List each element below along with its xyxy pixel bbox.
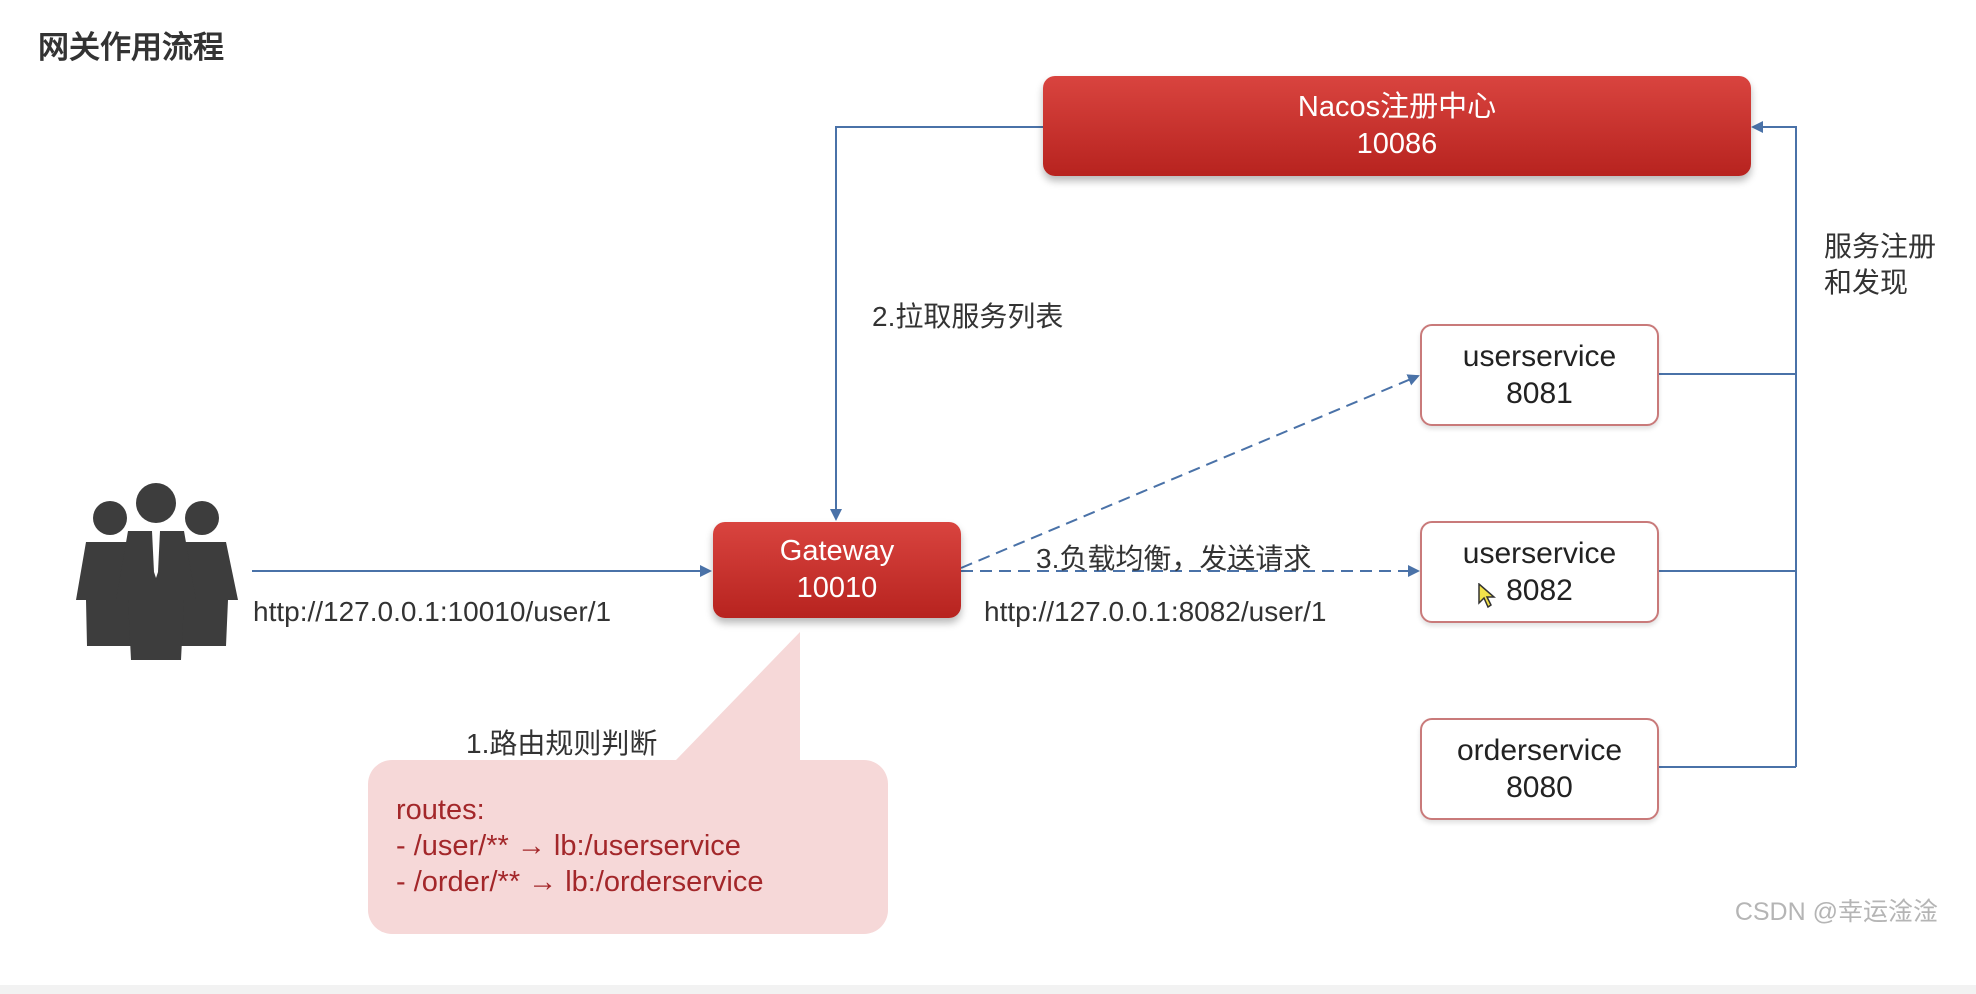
mouse-pointer-icon (1478, 583, 1496, 609)
connector-pull-service-list (830, 126, 1043, 521)
gateway-name: Gateway (779, 535, 895, 567)
target-url-label: http://127.0.0.1:8082/user/1 (984, 596, 1327, 627)
step2-label: 2.拉取服务列表 (872, 301, 1064, 332)
gateway-port: 10010 (796, 572, 878, 604)
userservice-8082-name: userservice (1462, 537, 1617, 570)
routes-header: routes: (396, 794, 485, 826)
step1-label: 1.路由规则判断 (466, 728, 658, 759)
callout-tail (676, 632, 800, 760)
step3-label: 3.负载均衡，发送请求 (1036, 543, 1312, 574)
registry-label-line2: 和发现 (1824, 267, 1909, 298)
nacos-registry-node: Nacos注册中心 10086 (1043, 76, 1751, 176)
watermark: CSDN @幸运淦淦 (1734, 898, 1938, 926)
client-url-label: http://127.0.0.1:10010/user/1 (253, 596, 612, 627)
userservice-8081-node: userservice 8081 (1420, 324, 1659, 426)
route-rules-callout: routes: - /user/** → lb:/userservice - /… (368, 760, 888, 934)
userservice-8081-name: userservice (1462, 340, 1617, 373)
route-rule-user: - /user/** → lb:/userservice (396, 830, 741, 862)
footer-bar (0, 985, 1976, 994)
orderservice-port: 8080 (1506, 771, 1573, 804)
orderservice-name: orderservice (1456, 734, 1623, 767)
userservice-8082-node: userservice 8082 (1420, 521, 1659, 623)
route-rule-order: - /order/** → lb:/orderservice (396, 866, 764, 898)
gateway-node: Gateway 10010 (713, 522, 961, 618)
userservice-8082-port: 8082 (1506, 574, 1573, 607)
connector-registry-bus (1751, 121, 1797, 767)
registry-discovery-label: 服务注册 和发现 (1824, 229, 1936, 301)
registry-label-line1: 服务注册 (1824, 231, 1937, 262)
connector-lb-8081 (960, 374, 1420, 569)
nacos-port: 10086 (1356, 128, 1438, 160)
callout-body (368, 760, 888, 934)
orderservice-8080-node: orderservice 8080 (1420, 718, 1659, 820)
userservice-8081-port: 8081 (1506, 377, 1573, 410)
page-title: 网关作用流程 (38, 30, 224, 65)
nacos-name: Nacos注册中心 (1297, 91, 1497, 123)
users-group-icon (76, 483, 238, 660)
